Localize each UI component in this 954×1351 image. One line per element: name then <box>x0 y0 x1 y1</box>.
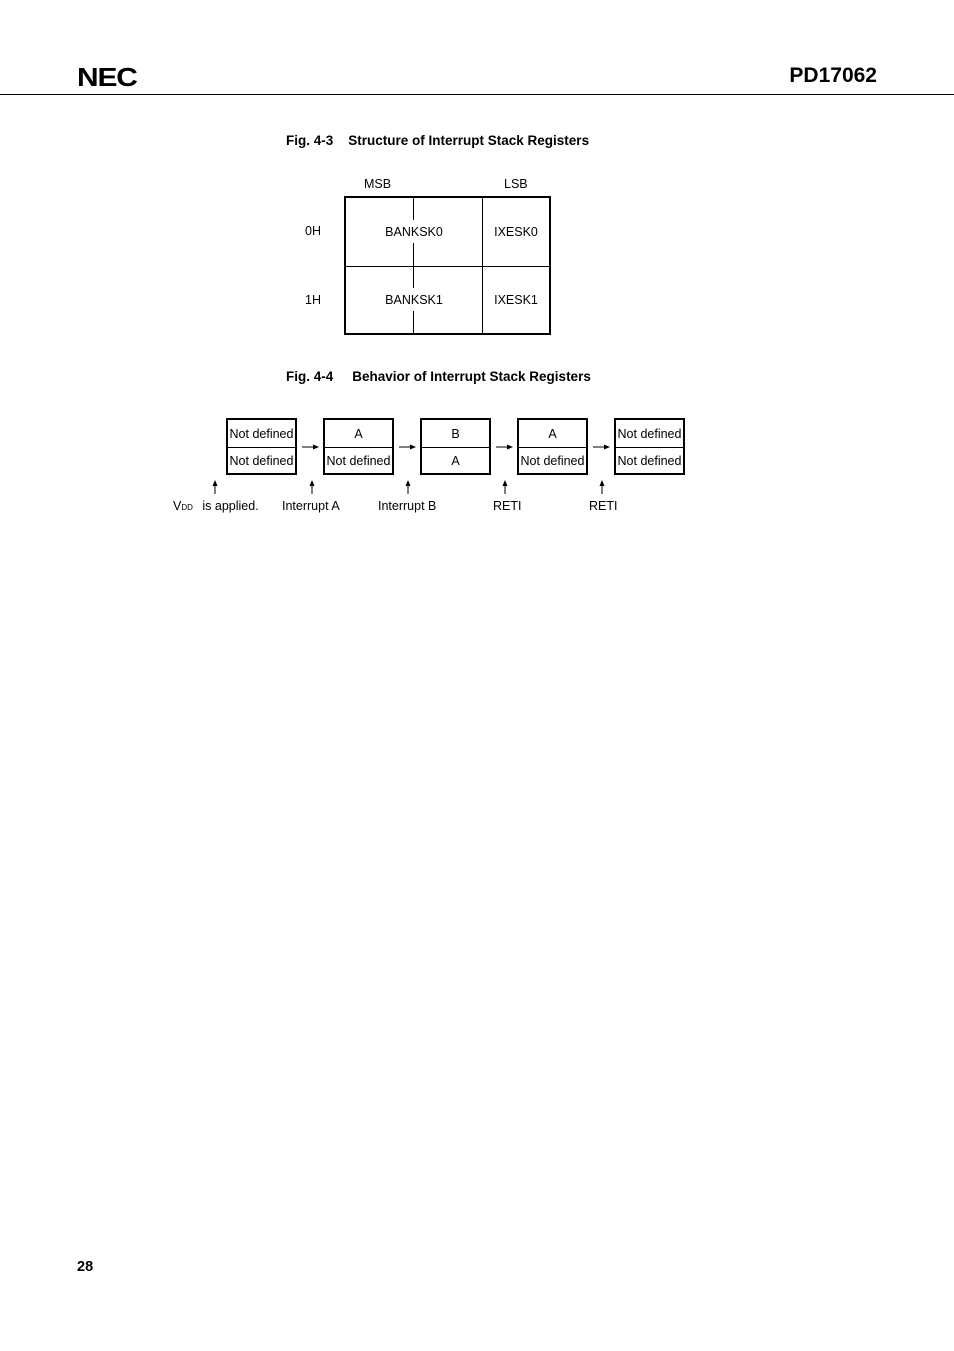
vdd-main: V <box>173 499 182 513</box>
part-number: PD17062 <box>789 64 877 87</box>
vdd-rest: is applied. <box>198 499 259 513</box>
header-rule <box>0 94 954 95</box>
stack-bottom: Not defined <box>617 453 682 468</box>
stack-bottom: Not defined <box>326 453 391 468</box>
stack-top: A <box>519 420 586 448</box>
stack-state: Not defined Not defined <box>226 418 297 475</box>
fig-4-4-title: Behavior of Interrupt Stack Registers <box>352 369 591 384</box>
nec-logo: NEC <box>77 62 138 92</box>
register-cell: BANKSK1 <box>346 267 482 333</box>
right-arrow-icon <box>496 444 513 450</box>
up-arrow-icon <box>309 480 315 494</box>
right-arrow-icon <box>593 444 610 450</box>
stack-state: B A <box>420 418 491 475</box>
stack-state: A Not defined <box>323 418 394 475</box>
nibble-tick <box>413 243 414 288</box>
register-table: BANKSK0 IXESK0 BANKSK1 IXESK1 <box>344 196 551 335</box>
up-arrow-icon <box>599 480 605 494</box>
right-arrow-icon <box>399 444 416 450</box>
event-interrupt-b: Interrupt B <box>378 499 437 513</box>
lsb-label: LSB <box>504 177 528 191</box>
row-address-0h: 0H <box>305 224 321 238</box>
ixe-stack-0: IXESK0 <box>494 225 538 239</box>
right-arrow-icon <box>302 444 319 450</box>
bank-stack-1: BANKSK1 <box>385 291 443 309</box>
msb-lsb-divider <box>482 198 483 333</box>
fig-4-3-caption: Fig. 4-3 Structure of Interrupt Stack Reg… <box>286 133 589 148</box>
up-arrow-icon <box>405 480 411 494</box>
event-reti: RETI <box>493 499 522 513</box>
up-arrow-icon <box>502 480 508 494</box>
stack-state: A Not defined <box>517 418 588 475</box>
msb-label: MSB <box>364 177 392 191</box>
row-address-1h: 1H <box>305 293 321 307</box>
ixe-stack-1: IXESK1 <box>494 293 538 307</box>
up-arrow-icon <box>212 480 218 494</box>
event-reti: RETI <box>589 499 618 513</box>
fig-4-4-number: Fig. 4-4 <box>286 369 334 384</box>
bank-stack-0: BANKSK0 <box>385 223 443 241</box>
stack-bottom: A <box>451 453 460 468</box>
page-number: 28 <box>77 1259 94 1275</box>
stack-top: Not defined <box>616 420 683 448</box>
register-cell: BANKSK0 <box>346 198 482 266</box>
stack-state: Not defined Not defined <box>614 418 685 475</box>
event-vdd-applied: VDD is applied. <box>173 499 259 513</box>
stack-top: B <box>422 420 489 448</box>
nibble-tick <box>413 198 414 220</box>
stack-top: A <box>325 420 392 448</box>
nibble-tick <box>413 311 414 333</box>
fig-4-4-caption: Fig. 4-4 Behavior of Interrupt Stack Regi… <box>286 369 591 384</box>
register-cell: IXESK0 <box>483 198 549 266</box>
register-cell: IXESK1 <box>483 267 549 333</box>
fig-4-3-title: Structure of Interrupt Stack Registers <box>348 133 590 148</box>
row-divider <box>346 266 549 267</box>
stack-bottom: Not defined <box>229 453 294 468</box>
stack-top: Not defined <box>228 420 295 448</box>
stack-bottom: Not defined <box>520 453 585 468</box>
vdd-subscript: DD <box>181 503 193 512</box>
fig-4-3-number: Fig. 4-3 <box>286 133 334 148</box>
event-interrupt-a: Interrupt A <box>282 499 340 513</box>
